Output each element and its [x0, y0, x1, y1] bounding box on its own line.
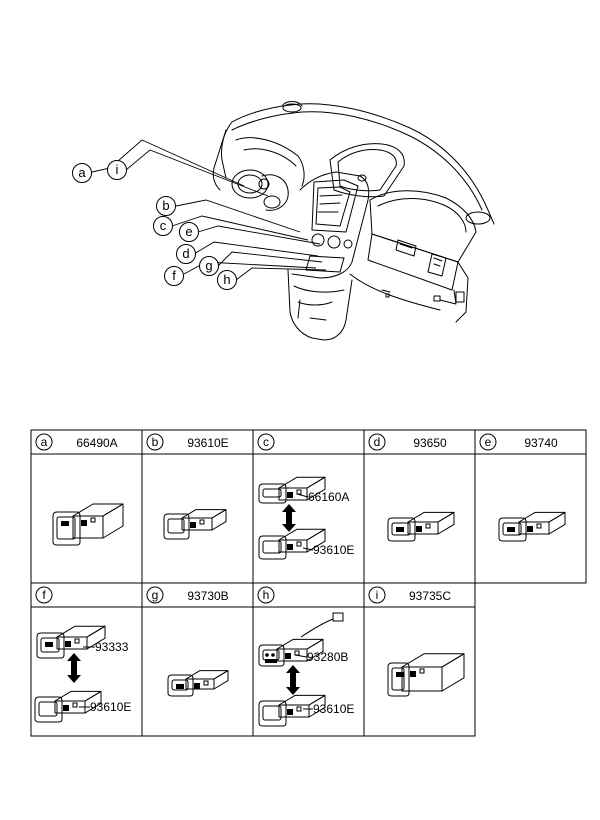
sub-part-number: 93610E: [90, 700, 131, 714]
part-number: 66490A: [76, 436, 117, 450]
part-cell-g: g 93730B: [146, 586, 229, 697]
cell-letter-badge: b: [146, 433, 164, 451]
callout-layer: a i bc ed g f h: [72, 160, 237, 290]
callout-letter: f: [172, 268, 176, 283]
sub-part-number: 66160A: [308, 490, 349, 504]
cell-letter-badge: d: [368, 433, 386, 451]
switch-drawing: [167, 670, 229, 697]
cell-letter: a: [41, 435, 48, 449]
callout-letter: e: [185, 224, 192, 239]
instrument-cluster-hood: [235, 137, 305, 187]
part-number: 93610E: [187, 436, 228, 450]
center-stack: [291, 171, 370, 279]
callout-letter: h: [223, 272, 230, 287]
cell-letter: f: [42, 588, 46, 602]
part-number: 93740: [524, 436, 558, 450]
cell-letter: d: [374, 435, 381, 449]
cell-letter-badge: h: [257, 586, 275, 604]
sub-part-number: 93610E: [313, 543, 354, 557]
lower-console: [287, 269, 353, 341]
cell-letter-badge: f: [35, 586, 53, 604]
sub-part-number: 93280B: [307, 650, 348, 664]
part-cell-i: i 93735C: [368, 586, 465, 697]
part-cell-d: d 93650: [368, 433, 455, 542]
callout-i: i: [107, 160, 127, 180]
passenger-dash: [369, 190, 477, 263]
callout-e: e: [179, 222, 199, 242]
steering-wheel: [231, 169, 269, 199]
cell-letter: c: [263, 435, 269, 449]
callout-a: a: [72, 163, 92, 183]
callout-letter: a: [78, 165, 86, 180]
part-cell-a: a 66490A: [35, 433, 124, 546]
switch-drawing: [387, 511, 455, 542]
callout-g: g: [199, 256, 219, 276]
part-cell-e: e 93740: [479, 433, 566, 542]
callout-letter: g: [205, 258, 212, 273]
cell-letter-badge: e: [479, 433, 497, 451]
part-cell-f: f 93333 93610E: [34, 586, 131, 723]
cell-letter: e: [485, 435, 492, 449]
leader-line-c: [171, 215, 309, 241]
cell-letter-badge: a: [35, 433, 53, 451]
dashboard-overview-illustration: a i bc ed g f h: [72, 101, 495, 341]
callout-d: d: [176, 244, 196, 264]
switch-drawing: [498, 511, 566, 542]
leader-line-a: [91, 139, 245, 187]
part-number: 93730B: [187, 589, 228, 603]
sub-part-number: 93333: [95, 640, 129, 654]
callout-letter: d: [182, 246, 189, 261]
cell-letter-badge: i: [368, 586, 386, 604]
part-cell-c: c 66160A 93610E: [257, 433, 354, 560]
leader-line-b: [175, 199, 301, 233]
switch-drawing: [387, 653, 465, 697]
leader-line-e: [197, 225, 321, 245]
cell-letter-badge: g: [146, 586, 164, 604]
cell-letter: i: [376, 588, 379, 602]
switch-drawing: 93333 93610E: [34, 625, 131, 723]
part-cell-b: b 93610E: [146, 433, 229, 540]
switch-drawing: 93280B 93610E: [258, 612, 354, 727]
leader-line-d: [193, 241, 319, 257]
cell-letter: g: [152, 588, 159, 602]
callout-c: c: [153, 216, 173, 236]
callout-h: h: [217, 270, 237, 290]
leader-line-g: [217, 251, 323, 267]
callout-letter: i: [116, 162, 119, 177]
callout-letter: c: [160, 218, 167, 233]
leader-line-h: [235, 267, 327, 281]
switch-drawing: [163, 509, 227, 540]
switch-drawing: 66160A 93610E: [258, 476, 354, 560]
switch-drawing: [52, 503, 124, 546]
part-number: 93735C: [409, 589, 451, 603]
dashboard-top-outline: [231, 103, 495, 225]
leader-line-i: [125, 149, 269, 197]
callout-letter: b: [162, 198, 169, 213]
sub-part-number: 93610E: [313, 702, 354, 716]
cell-letter: b: [152, 435, 159, 449]
part-cell-h: h 93280B 93610E: [257, 586, 354, 727]
callout-b: b: [156, 196, 176, 216]
cell-letter-badge: c: [257, 433, 275, 451]
top-display-panel: [329, 143, 405, 198]
part-number: 93650: [413, 436, 447, 450]
cell-letter: h: [263, 588, 270, 602]
callout-f: f: [164, 266, 184, 286]
